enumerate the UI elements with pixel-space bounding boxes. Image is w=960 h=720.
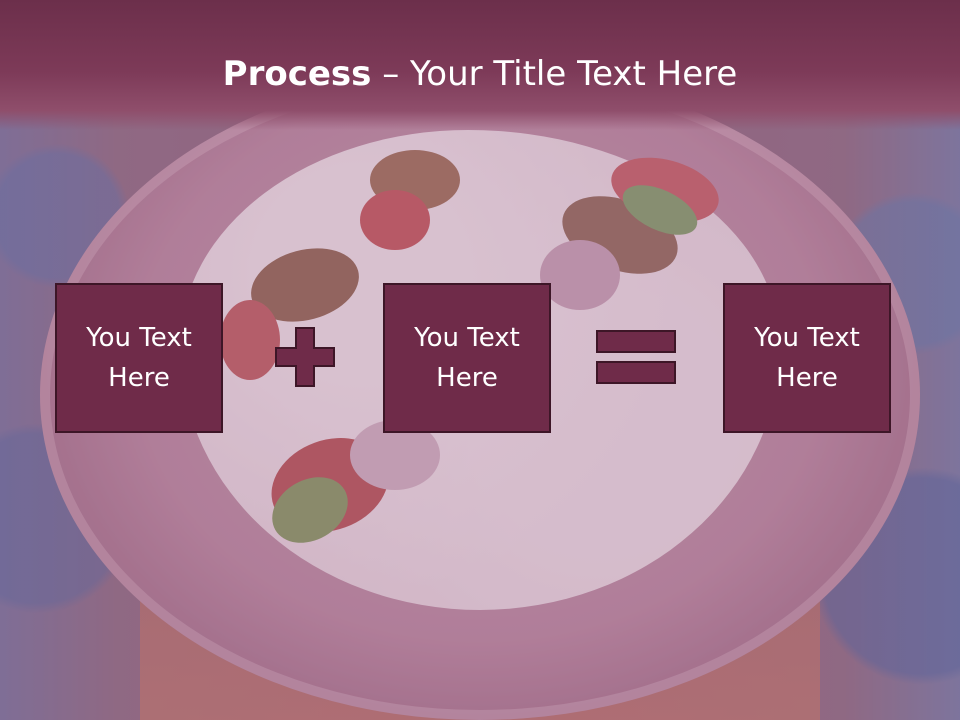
slide-title[interactable]: Process – Your Title Text Here bbox=[0, 52, 960, 96]
background-food bbox=[360, 190, 430, 250]
process-box-label: You Text Here bbox=[414, 323, 520, 393]
process-box-label: You Text Here bbox=[754, 323, 860, 393]
title-rest: Your Title Text Here bbox=[410, 54, 738, 94]
background-food bbox=[220, 300, 280, 380]
process-box-3[interactable]: You Text Here bbox=[723, 283, 891, 433]
title-bar bbox=[0, 0, 960, 130]
plus-icon bbox=[275, 327, 335, 387]
equals-icon bbox=[596, 330, 676, 384]
process-box-2[interactable]: You Text Here bbox=[383, 283, 551, 433]
background-food bbox=[540, 240, 620, 310]
title-bold: Process bbox=[222, 54, 372, 94]
process-box-1[interactable]: You Text Here bbox=[55, 283, 223, 433]
process-box-label: You Text Here bbox=[86, 323, 192, 393]
title-separator: – bbox=[371, 54, 411, 94]
